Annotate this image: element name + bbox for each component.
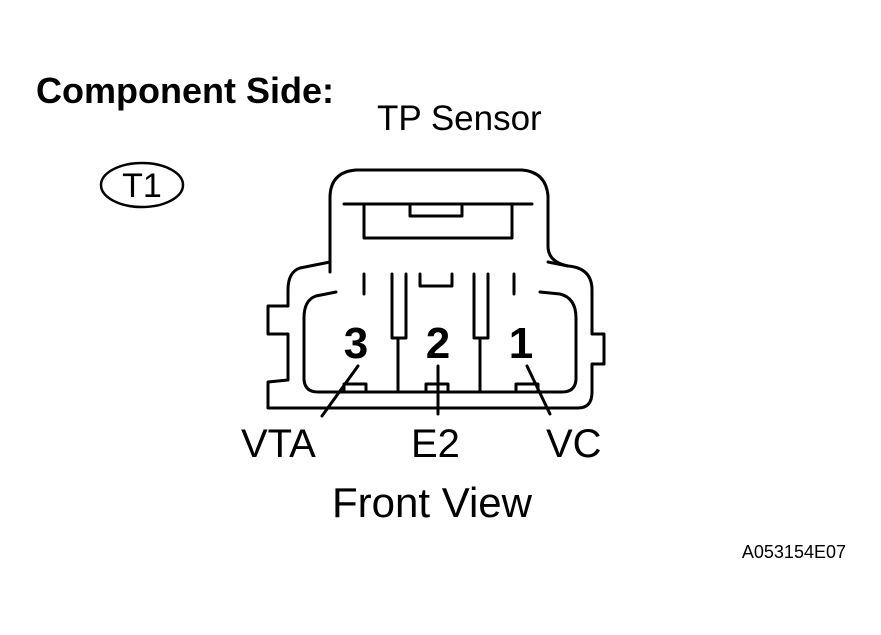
connector-lock-window: [362, 202, 514, 240]
pin-number-3: 3: [344, 319, 368, 368]
connector-code-badge: T1: [99, 161, 185, 209]
connector-lock-slot: [408, 204, 464, 218]
pin-label-vc: VC: [546, 422, 602, 466]
leader-line-vc: [525, 364, 552, 416]
connector-housing-outer: [266, 260, 606, 410]
terminal-divider-right: [472, 272, 490, 340]
leader-line-vta: [320, 364, 360, 418]
pin-number-2: 2: [426, 319, 450, 368]
connector-lock-tab: [328, 168, 570, 274]
terminal-tab-3: [342, 382, 368, 394]
figure-id: A053154E07: [741, 542, 846, 562]
pin-label-e2: E2: [411, 422, 460, 466]
connector-code: T1: [122, 167, 162, 205]
top-key: [418, 272, 454, 288]
pin-label-vta: VTA: [241, 422, 316, 466]
component-side-heading: Component Side:: [36, 70, 334, 111]
sensor-name: TP Sensor: [377, 99, 542, 138]
view-label: Front View: [332, 479, 532, 526]
terminal-divider-left: [390, 272, 408, 340]
pin-number-1: 1: [509, 319, 533, 368]
